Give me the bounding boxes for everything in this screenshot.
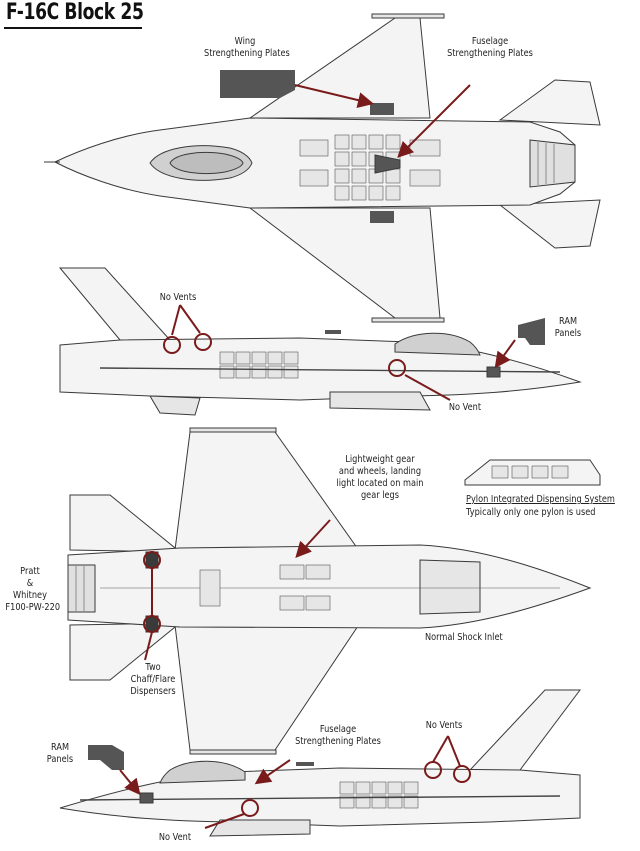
ram-panel-swatch-1	[518, 318, 545, 345]
ram-panels-label-2: RAM Panels	[46, 742, 74, 765]
pids-pylon-sketch	[464, 459, 601, 486]
ram-panels-label-1: RAM Panels	[554, 316, 582, 339]
pids-note: Typically only one pylon is used	[466, 507, 596, 518]
page-title: F-16C Block 25	[6, 0, 144, 25]
engine-label: Pratt & Whitney F100-PW-220	[5, 566, 61, 613]
callouts	[119, 84, 516, 829]
ram-panel-swatch-2	[88, 745, 124, 770]
normal-shock-inlet-label: Normal Shock Inlet	[425, 632, 503, 643]
fuselage-plates-top-label: Fuselage Strengthening Plates	[447, 36, 533, 59]
fuselage-plate-swatch-1	[325, 330, 341, 334]
no-vent-label-2: No Vent	[158, 832, 192, 843]
fuselage-plates-bottom-label: Fuselage Strengthening Plates	[295, 724, 381, 747]
bottom-view-aircraft	[67, 427, 592, 755]
top-view-aircraft	[44, 13, 601, 323]
fuselage-plate-swatch-2	[296, 762, 314, 766]
lightweight-gear-label: Lightweight gear and wheels, landing lig…	[336, 454, 424, 501]
chaff-flare-label: Two Chaff/Flare Dispensers	[130, 662, 176, 697]
title-underline	[4, 27, 142, 29]
side-view-1-aircraft	[58, 267, 582, 416]
no-vents-label-1: No Vents	[159, 292, 197, 303]
wing-plates-label: Wing Strengthening Plates	[204, 36, 290, 59]
pids-title: Pylon Integrated Dispensing System	[466, 494, 615, 505]
side-view-2-aircraft	[59, 689, 581, 837]
no-vent-label-1: No Vent	[448, 402, 482, 413]
no-vents-label-2: No Vents	[425, 720, 463, 731]
wing-plate-swatch	[220, 70, 295, 98]
